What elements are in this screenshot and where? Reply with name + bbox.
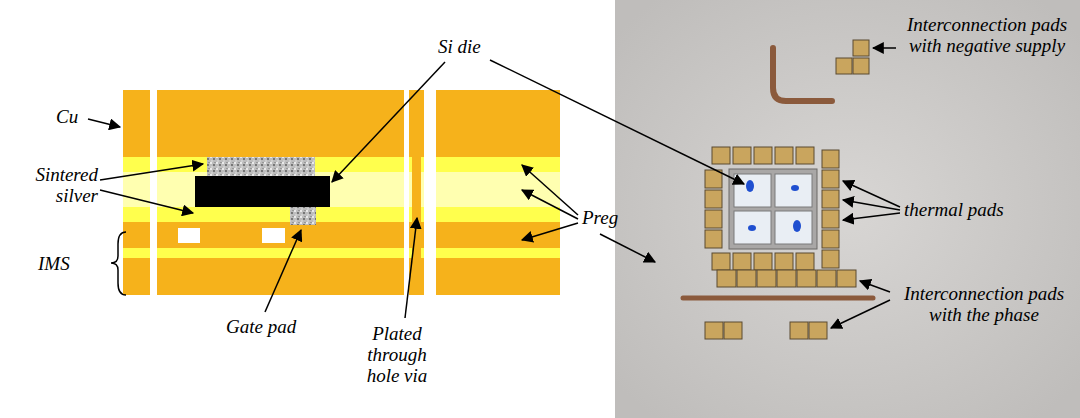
leader-lines (88, 48, 900, 328)
part-label: Cu (56, 106, 88, 127)
part-label: Sintered silver (6, 164, 98, 206)
part-label: Preg (582, 207, 632, 228)
callout-label: thermal pads (904, 199, 1024, 220)
part-label: Gate pad (226, 316, 316, 337)
cross-section (123, 90, 560, 295)
callout-label: Interconnection pads with the phase (893, 283, 1075, 325)
callout-label: Interconnection pads with negative suppl… (898, 14, 1076, 56)
part-label: Plated through hole via (357, 323, 437, 386)
part-label: Si die (438, 36, 508, 57)
module-photo (615, 0, 1080, 418)
part-label: IMS (38, 253, 88, 274)
